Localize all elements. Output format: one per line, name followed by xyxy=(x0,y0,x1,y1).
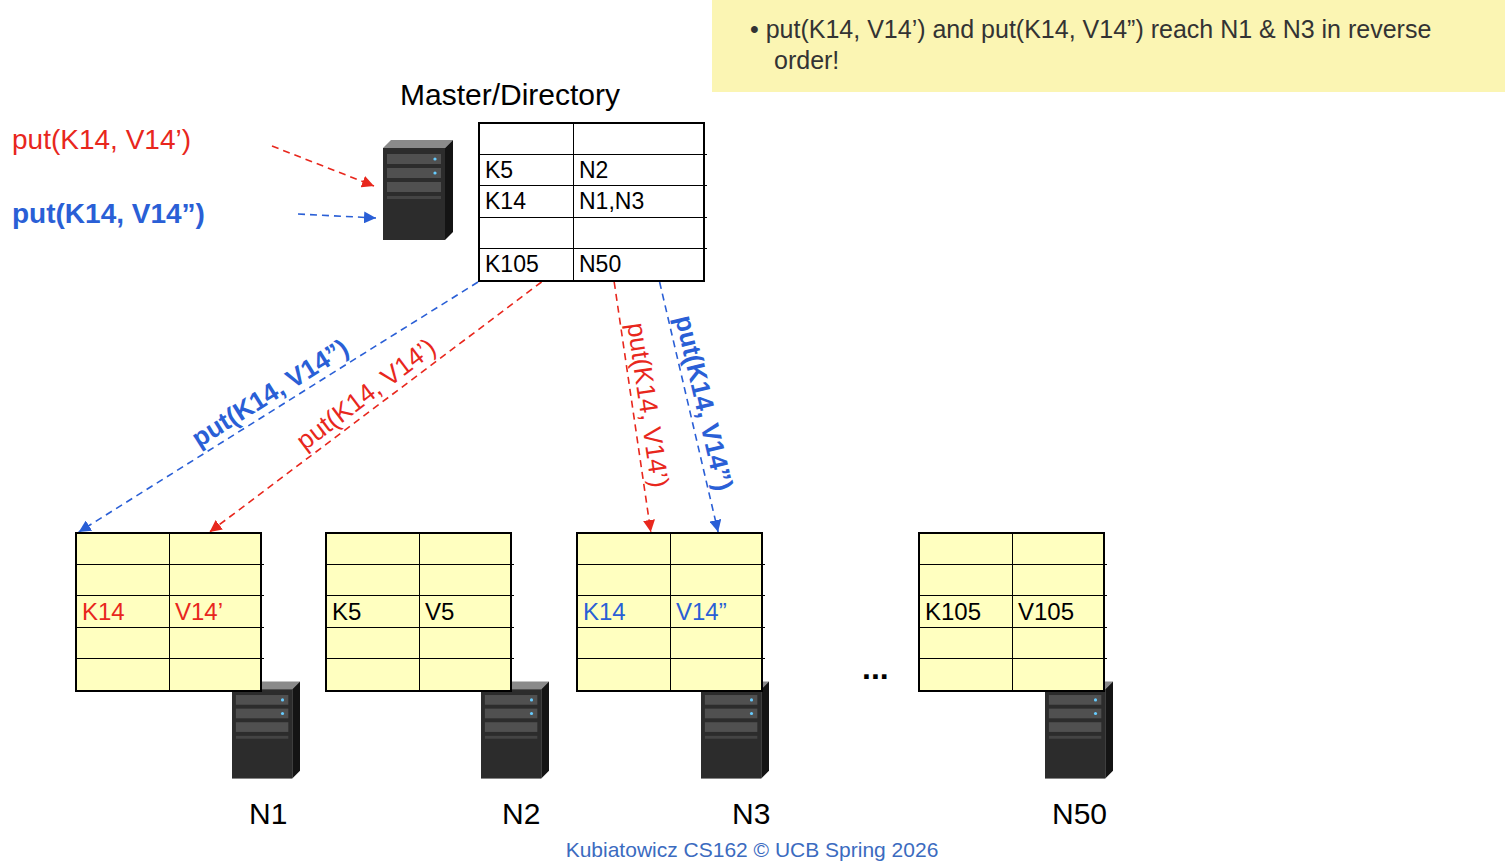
table-grid-cell xyxy=(327,534,420,565)
table-cell: V14’ xyxy=(175,598,223,625)
table-grid-cell xyxy=(578,628,671,659)
ellipsis: ... xyxy=(862,650,889,686)
table-grid-cell xyxy=(574,124,707,155)
table-cell: K5 xyxy=(332,598,361,625)
table-grid-cell xyxy=(170,565,264,596)
table-grid-cell xyxy=(480,218,574,249)
table-grid-cell xyxy=(170,628,264,659)
table-grid-cell xyxy=(578,534,671,565)
server-icon xyxy=(1045,681,1113,778)
table-grid-cell xyxy=(578,565,671,596)
table-grid-cell xyxy=(574,218,707,249)
storage-table: K14V14’N1 xyxy=(75,532,262,692)
node-name: N2 xyxy=(502,797,540,830)
table-grid-cell xyxy=(170,534,264,565)
table-grid-cell xyxy=(920,628,1013,659)
storage-table: K105V105N50 xyxy=(918,532,1105,692)
node-name: N1 xyxy=(249,797,287,830)
table-grid-cell xyxy=(77,534,170,565)
table-grid-cell xyxy=(420,565,514,596)
storage-table: K14V14”N3 xyxy=(576,532,763,692)
note-text: • put(K14, V14’) and put(K14, V14”) reac… xyxy=(774,14,1489,77)
request-label: put(K14, V14’) xyxy=(12,124,191,155)
table-grid-cell xyxy=(77,565,170,596)
table-grid-cell xyxy=(420,659,514,690)
table-grid-cell xyxy=(920,534,1013,565)
table-cell: V105 xyxy=(1018,598,1074,625)
table-grid-cell xyxy=(327,628,420,659)
node-heading: Master/Directory xyxy=(400,78,620,111)
table-cell: V14” xyxy=(676,598,727,625)
table-grid-cell xyxy=(420,534,514,565)
table-cell: K14 xyxy=(583,598,626,625)
request-arrow xyxy=(272,146,374,186)
server-icon xyxy=(383,140,453,240)
table-grid-cell xyxy=(1013,534,1107,565)
table-grid-cell xyxy=(1013,628,1107,659)
footer-credit: Kubiatowicz CS162 © UCB Spring 2026 xyxy=(566,838,939,861)
table-cell: N1,N3 xyxy=(579,188,644,214)
server-icon xyxy=(481,681,549,778)
table-grid-cell xyxy=(578,659,671,690)
table-grid-cell xyxy=(671,565,765,596)
table-cell: V5 xyxy=(425,598,454,625)
node-name: N3 xyxy=(732,797,770,830)
table-grid-cell xyxy=(327,565,420,596)
directory-table: Master/DirectoryK5N2K14N1,N3K105N50 xyxy=(478,122,705,282)
table-grid-cell xyxy=(671,628,765,659)
edge-label: put(K14, V14”) xyxy=(670,313,740,494)
table-grid-cell xyxy=(920,659,1013,690)
table-grid-cell xyxy=(420,628,514,659)
table-cell: K14 xyxy=(485,188,526,214)
table-cell: K5 xyxy=(485,157,513,183)
node-name: N50 xyxy=(1052,797,1107,830)
table-grid-cell xyxy=(920,565,1013,596)
edge-label: put(K14, V14’) xyxy=(622,320,676,489)
request-label: put(K14, V14”) xyxy=(12,198,205,229)
storage-table: K5V5N2 xyxy=(325,532,512,692)
table-grid-cell xyxy=(170,659,264,690)
table-cell: N2 xyxy=(579,157,608,183)
server-icon xyxy=(701,681,769,778)
table-grid-cell xyxy=(77,628,170,659)
table-grid-cell xyxy=(671,659,765,690)
table-cell: K105 xyxy=(485,251,539,277)
table-grid-cell xyxy=(327,659,420,690)
request-arrow xyxy=(298,214,376,218)
table-cell: N50 xyxy=(579,251,621,277)
table-cell: K105 xyxy=(925,598,981,625)
table-grid-cell xyxy=(1013,565,1107,596)
table-grid-cell xyxy=(671,534,765,565)
table-cell: K14 xyxy=(82,598,125,625)
table-grid-cell xyxy=(77,659,170,690)
table-grid-cell xyxy=(1013,659,1107,690)
request-forward-arrow xyxy=(79,282,478,532)
table-grid-cell xyxy=(480,124,574,155)
server-icon xyxy=(232,681,300,778)
callout-note: • put(K14, V14’) and put(K14, V14”) reac… xyxy=(712,0,1505,92)
